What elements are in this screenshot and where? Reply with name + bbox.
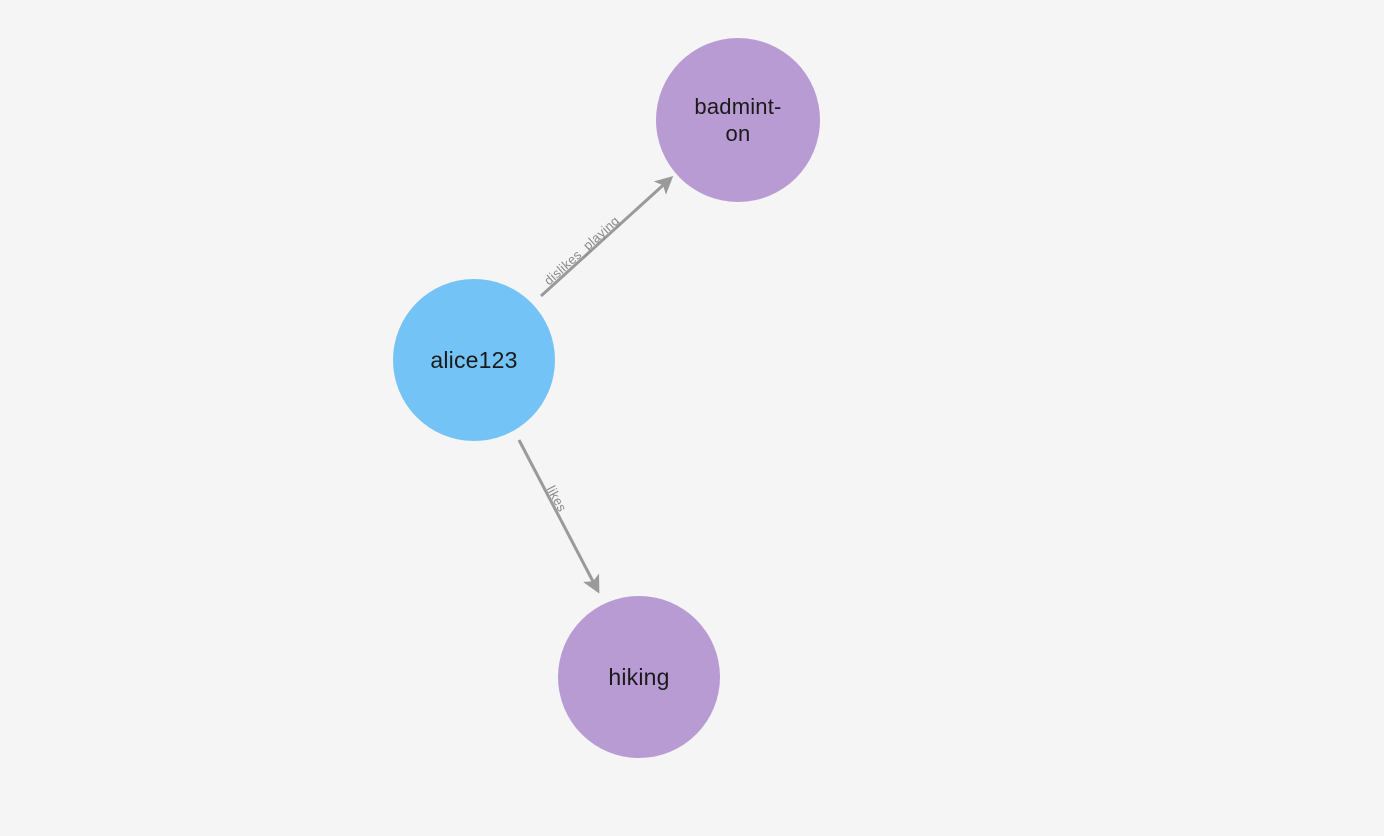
graph-node-label-badminton: badmint- on — [694, 94, 782, 146]
edge-likes-line[interactable] — [517, 439, 600, 594]
edge-dislikes-playing-line[interactable] — [539, 175, 674, 298]
graph-node-hiking[interactable]: hiking — [558, 596, 720, 758]
graph-node-label-alice123: alice123 — [430, 346, 518, 373]
graph-node-alice123[interactable]: alice123 — [393, 279, 555, 441]
graph-node-badminton[interactable]: badmint- on — [656, 38, 820, 202]
graph-node-label-hiking: hiking — [608, 663, 670, 690]
